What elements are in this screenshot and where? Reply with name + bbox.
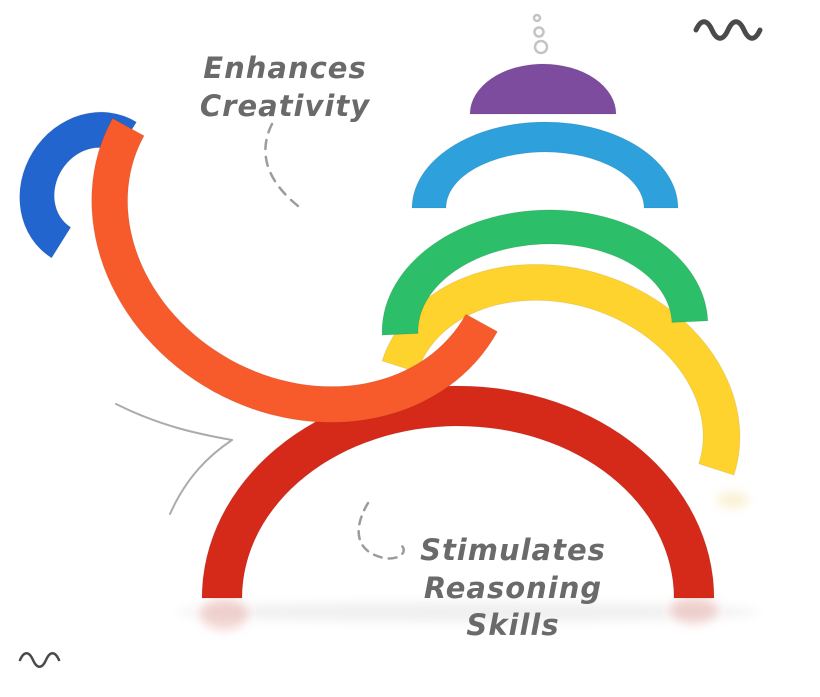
squiggle-icon-top-right — [693, 19, 763, 41]
purple-half-circle — [469, 63, 617, 115]
reasoning-label-line1: Stimulates — [420, 533, 606, 567]
orange-arch — [91, 117, 499, 423]
creativity-label: Enhances Creativity — [180, 50, 390, 125]
creativity-label-line1: Enhances — [203, 51, 367, 85]
swoosh-line — [115, 403, 233, 515]
reasoning-dashed-connector — [357, 501, 405, 560]
bubbles-icon — [532, 13, 549, 55]
reasoning-label-line2: Reasoning — [423, 570, 603, 605]
sky-blue-arch — [411, 121, 679, 209]
yellow-arch — [381, 263, 741, 476]
green-arch — [381, 209, 709, 336]
floor-reflection — [178, 492, 758, 630]
reasoning-label: Stimulates Reasoning Skills — [398, 532, 628, 645]
creativity-dashed-connector — [264, 122, 300, 208]
reasoning-label-line3: Skills — [466, 608, 560, 643]
squiggle-icon-bottom-left — [18, 652, 61, 668]
blue-arch — [19, 111, 138, 259]
creativity-label-line2: Creativity — [199, 88, 371, 123]
